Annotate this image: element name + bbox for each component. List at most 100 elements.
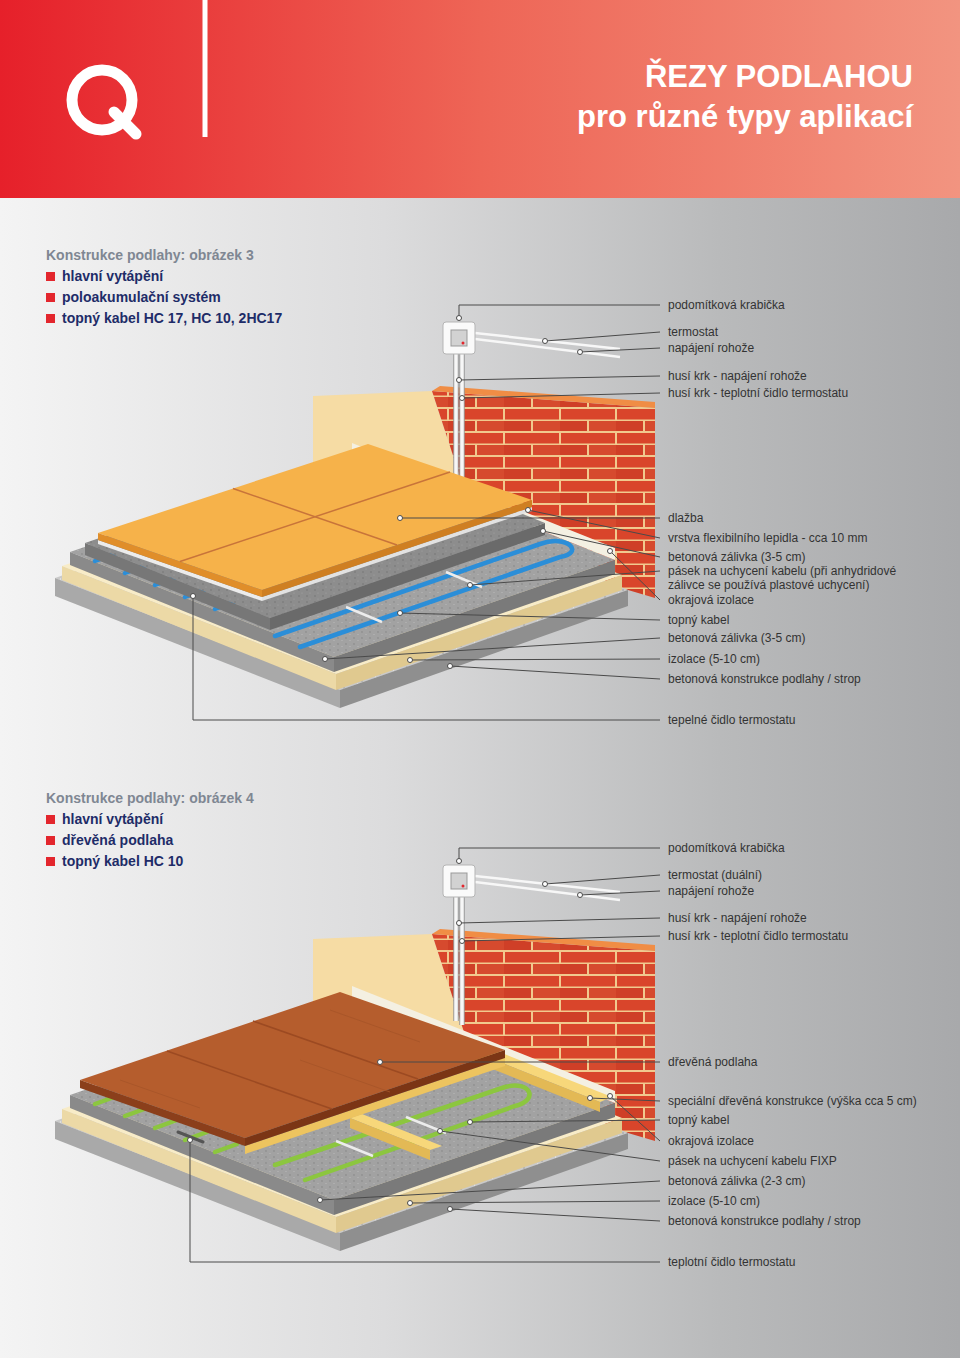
leader-dot (608, 1094, 613, 1099)
leader-dot (448, 664, 453, 669)
leader-line (320, 1181, 660, 1200)
wood-floor-side (80, 1080, 245, 1146)
leader-line (459, 305, 660, 318)
leader-line (543, 531, 660, 557)
callout-label: husí krk - teplotní čidlo termostatu (668, 929, 848, 943)
leader-dots (188, 316, 613, 1212)
leader-dot (398, 611, 403, 616)
callout-label: napájení rohože (668, 884, 754, 898)
leader-line (325, 638, 660, 659)
wooden-beam-side (350, 1118, 430, 1160)
subtitle: pro různé typy aplikací (577, 98, 913, 136)
leader-dot (608, 549, 613, 554)
leader-line (462, 393, 660, 398)
callout-label: termostat (668, 325, 718, 339)
leader-dot (457, 921, 462, 926)
leader-line (193, 596, 660, 720)
leader-dot (468, 583, 473, 588)
bullet-item: hlavní vytápění (46, 810, 163, 828)
leader-dot (541, 529, 546, 534)
leader-line (400, 613, 660, 620)
sensor (178, 1132, 203, 1142)
callout-label: husí krk - teplotní čidlo termostatu (668, 386, 848, 400)
callout-label: betonová zálivka (3-5 cm) (668, 550, 805, 564)
leader-line (462, 936, 660, 941)
leader-line (610, 551, 660, 600)
leader-dot (460, 939, 465, 944)
wood-grain (300, 1060, 390, 1092)
bullet-item: hlavní vytápění (46, 267, 163, 285)
header-band (0, 0, 960, 198)
leader-dot (578, 893, 583, 898)
callout-label: topný kabel (668, 1113, 729, 1127)
bullet-item: dřevěná podlaha (46, 831, 173, 849)
callout-label: betonová konstrukce podlahy / strop (668, 1214, 861, 1228)
leader-dot (378, 1060, 383, 1065)
bullet-item: topný kabel HC 17, HC 10, 2HC17 (46, 309, 282, 327)
wood-floor (80, 992, 505, 1138)
wood-grain (330, 1010, 420, 1042)
leader-dot (408, 658, 413, 663)
callout-label: betonová zálivka (2-3 cm) (668, 1174, 805, 1188)
callout-label: dřevěná podlaha (668, 1055, 757, 1069)
tiles-side (262, 500, 532, 597)
leader-lines (190, 305, 660, 1262)
section-heading: Konstrukce podlahy: obrázek 3 (46, 246, 254, 264)
leader-dot (438, 1129, 443, 1134)
leader-line (610, 1096, 660, 1141)
bullet-item: poloakumulační systém (46, 288, 221, 306)
floor-section (55, 322, 655, 708)
callout-label: vrstva flexibilního lepidla - cca 10 mm (668, 531, 867, 545)
leader-dot (543, 882, 548, 887)
leader-line (459, 848, 660, 861)
leader-line (450, 1209, 660, 1221)
leader-line (410, 1201, 660, 1203)
header-divider (203, 0, 208, 137)
leader-line (440, 1131, 660, 1161)
leader-dot (398, 516, 403, 521)
logo (114, 112, 136, 134)
leader-line (470, 571, 660, 585)
leader-dot (191, 594, 196, 599)
board-seam (167, 1051, 332, 1109)
leader-dot (457, 378, 462, 383)
wood-grain (120, 1080, 200, 1108)
leader-dot (457, 316, 462, 321)
leader-line (590, 1098, 660, 1101)
tile-joint (180, 472, 450, 562)
leader-line (459, 918, 660, 923)
callout-label: pásek na uchycení kabelu FIXP (668, 1154, 837, 1168)
callout-label: betonová zálivka (3-5 cm) (668, 631, 805, 645)
leader-line (528, 510, 660, 538)
leader-line (470, 1120, 660, 1122)
callout-label: tepelné čidlo termostatu (668, 713, 795, 727)
cable-stub (155, 1120, 177, 1128)
leader-line (450, 666, 660, 679)
callout-label: podomítková krabička (668, 298, 785, 312)
callout-label: husí krk - napájení rohože (668, 369, 807, 383)
callout-label: speciální dřevěná konstrukce (výška cca … (668, 1094, 917, 1108)
leader-dot (318, 1198, 323, 1203)
callout-label: topný kabel (668, 613, 729, 627)
leader-dot (588, 1096, 593, 1101)
tiles (98, 444, 532, 590)
fixing-strip (406, 1117, 446, 1133)
fixing-strip (336, 1141, 373, 1156)
callout-label: termostat (duální) (668, 868, 762, 882)
callout-label: napájení rohože (668, 341, 754, 355)
section-heading: Konstrukce podlahy: obrázek 4 (46, 789, 254, 807)
callout-label: izolace (5-10 cm) (668, 1194, 760, 1208)
callout-label: dlažba (668, 511, 703, 525)
leader-dot (408, 1201, 413, 1206)
callout-label: pásek na uchycení kabelu (při anhydridov… (668, 564, 930, 592)
leader-line (410, 659, 660, 660)
leader-dot (526, 508, 531, 513)
leader-dot (448, 1207, 453, 1212)
leader-line (545, 332, 660, 341)
callout-label: teplotní čidlo termostatu (668, 1255, 795, 1269)
leader-line (380, 1062, 660, 1063)
leader-dot (578, 350, 583, 355)
fixing-strip (346, 607, 382, 622)
leader-line (459, 376, 660, 380)
